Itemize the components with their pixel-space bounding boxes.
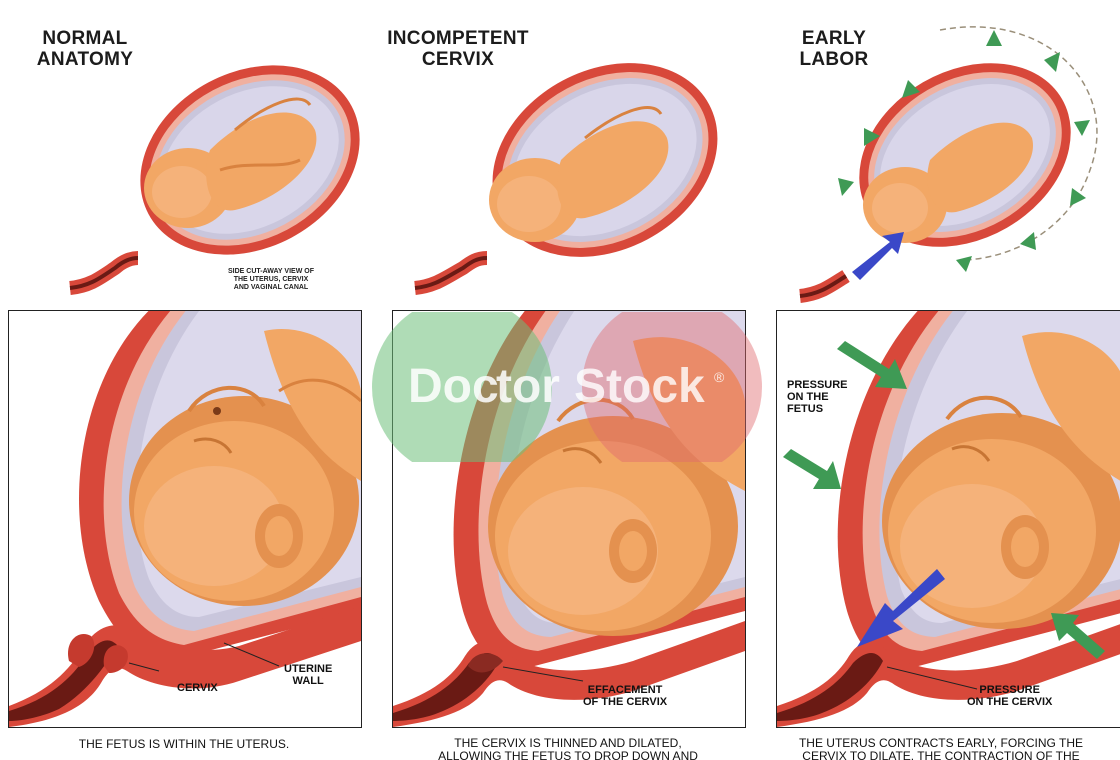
panel-early-labor: PRESSURE ON THE FETUS PRESSURE ON THE CE…: [776, 310, 1120, 728]
side-view-note: SIDE CUT-AWAY VIEW OF THE UTERUS, CERVIX…: [196, 268, 346, 292]
label-pressure-on-cervix: PRESSURE ON THE CERVIX: [967, 684, 1052, 708]
uterus-illustration-normal-small: [60, 10, 360, 310]
uterus-illustration-early-labor-small: [790, 10, 1120, 310]
green-pressure-arrow-middle: [783, 449, 841, 489]
caption-incompetent-cervix: THE CERVIX IS THINNED AND DILATED, ALLOW…: [392, 737, 744, 760]
label-effacement: EFFACEMENT OF THE CERVIX: [583, 684, 667, 708]
label-pressure-on-fetus: PRESSURE ON THE FETUS: [787, 379, 848, 415]
uterus-illustration-incompetent-small: [405, 10, 725, 310]
label-uterine-wall: UTERINE WALL: [284, 663, 332, 687]
closeup-incompetent-cervix: [393, 311, 745, 727]
closeup-early-labor: [777, 311, 1120, 727]
panel-normal-anatomy: CERVIX UTERINE WALL: [8, 310, 362, 728]
panel-incompetent-cervix: EFFACEMENT OF THE CERVIX: [392, 310, 746, 728]
caption-early-labor: THE UTERUS CONTRACTS EARLY, FORCING THE …: [762, 737, 1120, 760]
label-cervix: CERVIX: [177, 682, 218, 694]
caption-normal-anatomy: THE FETUS IS WITHIN THE UTERUS.: [8, 738, 360, 760]
blue-arrow-small: [852, 232, 904, 280]
